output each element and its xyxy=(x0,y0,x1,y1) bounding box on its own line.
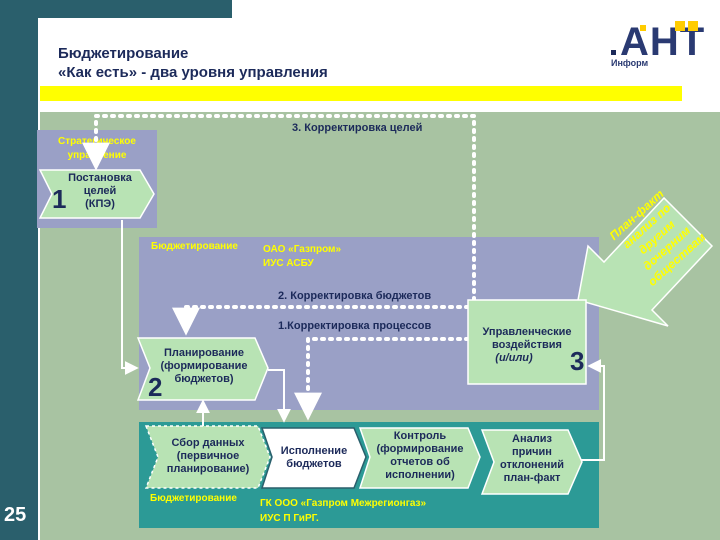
execution-text: бюджетов xyxy=(286,458,342,470)
loop-processes-line xyxy=(294,337,470,421)
data-collection-shape xyxy=(144,425,271,489)
step-number-2: 2 xyxy=(148,372,163,402)
control-text: исполнении) xyxy=(385,469,455,481)
goal-setting-text: (КПЭ) xyxy=(85,198,115,210)
management-text: воздействия xyxy=(492,339,562,351)
title-underline xyxy=(40,86,682,101)
goal-setting-shape xyxy=(38,169,155,219)
management-node: Управленческие воздействия (и/или) xyxy=(470,326,584,365)
analysis-shape xyxy=(480,429,583,495)
arrow-goals-to-planning xyxy=(121,220,139,375)
step-number-3: 3 xyxy=(570,346,585,376)
loop-budgets-label: 2. Корректировка бюджетов xyxy=(278,290,432,302)
analysis-text: отклонений xyxy=(500,459,564,471)
bottom-level-label: Бюджетирование xyxy=(150,493,237,504)
loop-budgets-line xyxy=(172,305,470,336)
planning-text: Планирование xyxy=(163,347,245,359)
step-number-1: 1 xyxy=(52,184,67,214)
logo-subtext: Информ xyxy=(611,58,649,68)
planning-text: (формирование xyxy=(160,360,248,372)
control-text: отчетов об xyxy=(390,456,450,468)
analysis-node: Анализ причин отклонений план-факт xyxy=(486,433,578,485)
control-node: Контроль (формирование отчетов об исполн… xyxy=(364,430,476,482)
control-text: Контроль xyxy=(393,430,447,442)
management-text: Управленческие xyxy=(482,326,572,338)
logo-mark xyxy=(640,25,646,31)
planning-shape xyxy=(136,337,269,401)
management-shape xyxy=(467,299,587,385)
mid-org-line-2: ИУС АСБУ xyxy=(263,258,314,269)
analysis-text: причин xyxy=(512,446,552,458)
page-number: 25 xyxy=(4,504,27,526)
execution-text: Исполнение xyxy=(280,445,348,457)
execution-node: Исполнение бюджетов xyxy=(266,445,362,471)
data-collection-text: Сбор данных xyxy=(171,437,245,449)
management-text: (и/или) xyxy=(495,352,533,364)
planning-text: бюджетов) xyxy=(174,373,234,385)
analysis-text: план-факт xyxy=(503,472,561,484)
header-accent-bar xyxy=(0,0,232,18)
logo-mark xyxy=(675,21,685,31)
data-collection-node: Сбор данных (первичное планирование) xyxy=(150,437,266,476)
planning-node: Планирование (формирование бюджетов) xyxy=(146,347,262,386)
plan-fact-arrow xyxy=(577,196,714,327)
logo-mark xyxy=(611,50,616,55)
goal-setting-node: Постановка целей (КПЭ) xyxy=(60,172,140,211)
left-accent-bar xyxy=(0,0,38,540)
arrow-analysis-to-management xyxy=(572,359,605,461)
title-line-1: Бюджетирование xyxy=(58,45,189,62)
execution-shape xyxy=(260,427,367,489)
mid-org-line-1: ОАО «Газпром» xyxy=(263,244,342,255)
control-text: (формирование xyxy=(376,443,464,455)
control-shape xyxy=(358,427,481,489)
data-collection-text: (первичное xyxy=(176,450,240,462)
bottom-org-line-2: ИУС П ГиРГ. xyxy=(260,513,319,524)
analysis-text: Анализ xyxy=(512,433,552,445)
loop-processes-label: 1.Корректировка процессов xyxy=(278,320,432,332)
page-title: Бюджетирование «Как есть» - два уровня у… xyxy=(58,44,328,82)
mid-level-label: Бюджетирование xyxy=(151,241,238,252)
loop-goals-line xyxy=(82,114,476,302)
data-collection-text: планирование) xyxy=(166,463,250,475)
goal-setting-text: целей xyxy=(83,185,117,197)
logo-mark xyxy=(688,21,698,31)
loop-goals-label: 3. Корректировка целей xyxy=(292,122,423,134)
title-line-2: «Как есть» - два уровня управления xyxy=(58,64,328,81)
goal-setting-text: Постановка xyxy=(68,172,132,184)
bottom-org-line-1: ГК ООО «Газпром Межрегионгаз» xyxy=(260,498,427,509)
arrow-planning-to-execution xyxy=(268,369,291,423)
